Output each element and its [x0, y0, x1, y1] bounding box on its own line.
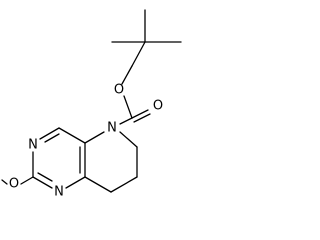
bond-c2-omethoxy: [20, 176, 34, 185]
bond-ccarbonyl-nring: [119, 117, 133, 125]
atom-label-o-methoxy: O: [9, 177, 19, 192]
bond-c4-n3: [39, 127, 60, 140]
bond-c4-n3-inner: [44, 133, 60, 143]
atom-label-o-ester: O: [114, 83, 124, 98]
bond-c2-n1: [32, 176, 53, 189]
carbamate-group: [119, 65, 151, 125]
methoxy-group: [1, 176, 34, 185]
bond-c4a-c4: [58, 127, 86, 144]
bond-ccarbonyl-ocarbonyl: [131, 109, 149, 119]
bond-c8-c8a: [84, 176, 112, 193]
o-methoxy-text: O: [9, 177, 19, 192]
bond-c7-c8: [110, 176, 138, 193]
n-upper-text: N: [28, 138, 38, 153]
atom-label-n-ring: N: [107, 121, 117, 136]
bond-omethoxy-methyl: [1, 179, 8, 185]
bond-ccarbonyl-ocarbonyl-2: [133, 113, 151, 123]
atom-label-n-lower: N: [54, 185, 64, 200]
tert-butyl-group: [111, 9, 182, 67]
n-lower-text: N: [54, 185, 64, 200]
o-ester-text: O: [114, 83, 124, 98]
bond-tbu-down: [131, 41, 146, 67]
saturated-ring: [84, 131, 138, 193]
bond-n1-c8a: [65, 176, 86, 189]
atom-label-n-upper: N: [28, 138, 38, 153]
structure-diagram: O O N N N O: [1, 9, 182, 200]
atom-label-o-carbonyl: O: [153, 99, 163, 114]
bond-c2-n1-inner: [37, 172, 53, 182]
pyrimidine-ring: [32, 127, 86, 189]
bond-tbu-oester: [121, 65, 133, 85]
bond-n-c6: [119, 131, 138, 148]
n-ring-text: N: [107, 121, 117, 136]
bond-oester-ccarbonyl: [123, 95, 133, 119]
bond-n-c4a: [84, 131, 105, 144]
o-carbonyl-text: O: [153, 99, 163, 114]
